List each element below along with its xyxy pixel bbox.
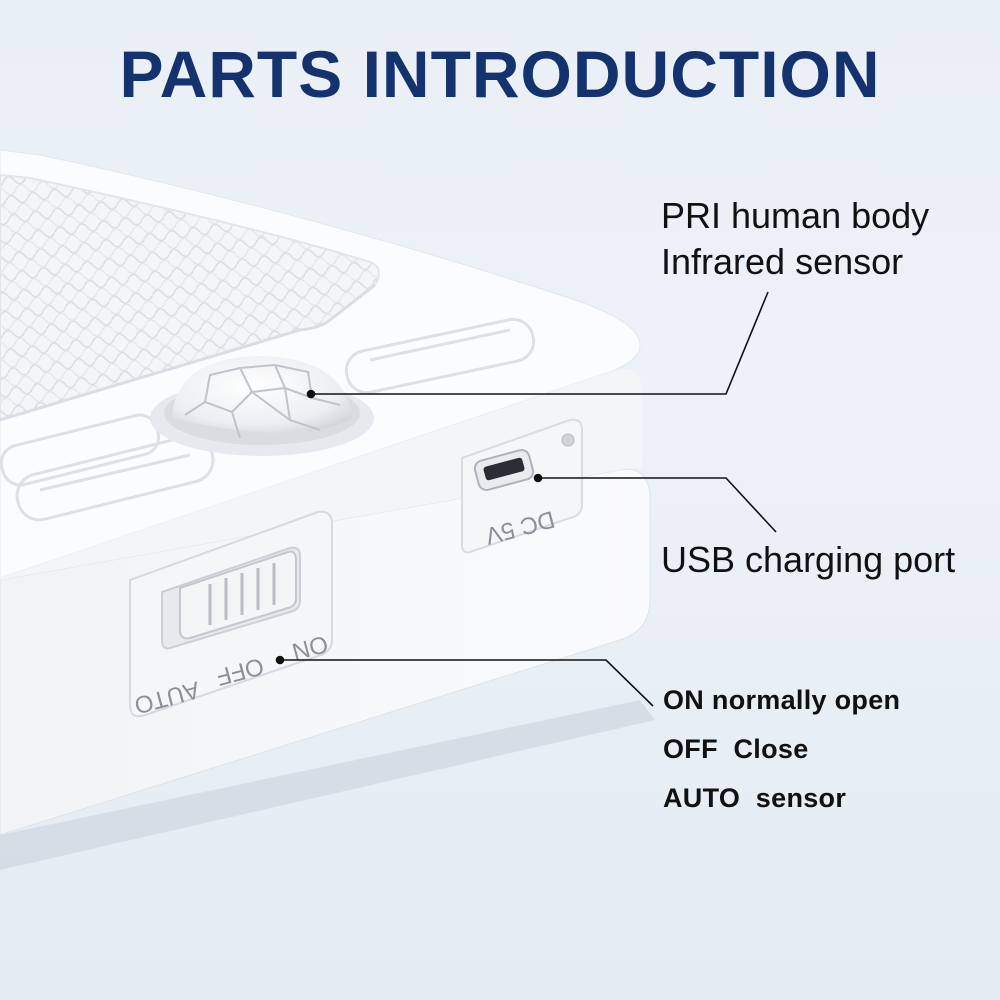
switch-modes-callout: ON normally open OFF Close AUTO sensor xyxy=(663,676,900,823)
sensor-leader-line xyxy=(311,291,769,395)
switch-leader-line xyxy=(280,659,654,707)
page-title: PARTS INTRODUCTION xyxy=(119,37,881,111)
sensor-callout-line2: Infrared sensor xyxy=(661,241,904,282)
slide-switch-icon: ON OFF AUTO xyxy=(129,510,333,719)
usb-port-icon: DC 5V xyxy=(461,418,583,554)
grip-slots-right xyxy=(344,317,536,395)
usb-leader-line xyxy=(538,477,777,533)
mode-auto: AUTO sensor xyxy=(663,783,847,813)
callout-lines xyxy=(275,291,777,707)
usb-callout: USB charging port xyxy=(661,539,956,580)
sensor-callout: PRI human body Infrared sensor xyxy=(661,193,929,285)
mode-on: ON normally open xyxy=(663,685,901,715)
device-shadow xyxy=(0,700,655,870)
sensor-callout-line1: PRI human body xyxy=(661,195,930,236)
mode-off: OFF Close xyxy=(663,734,809,764)
